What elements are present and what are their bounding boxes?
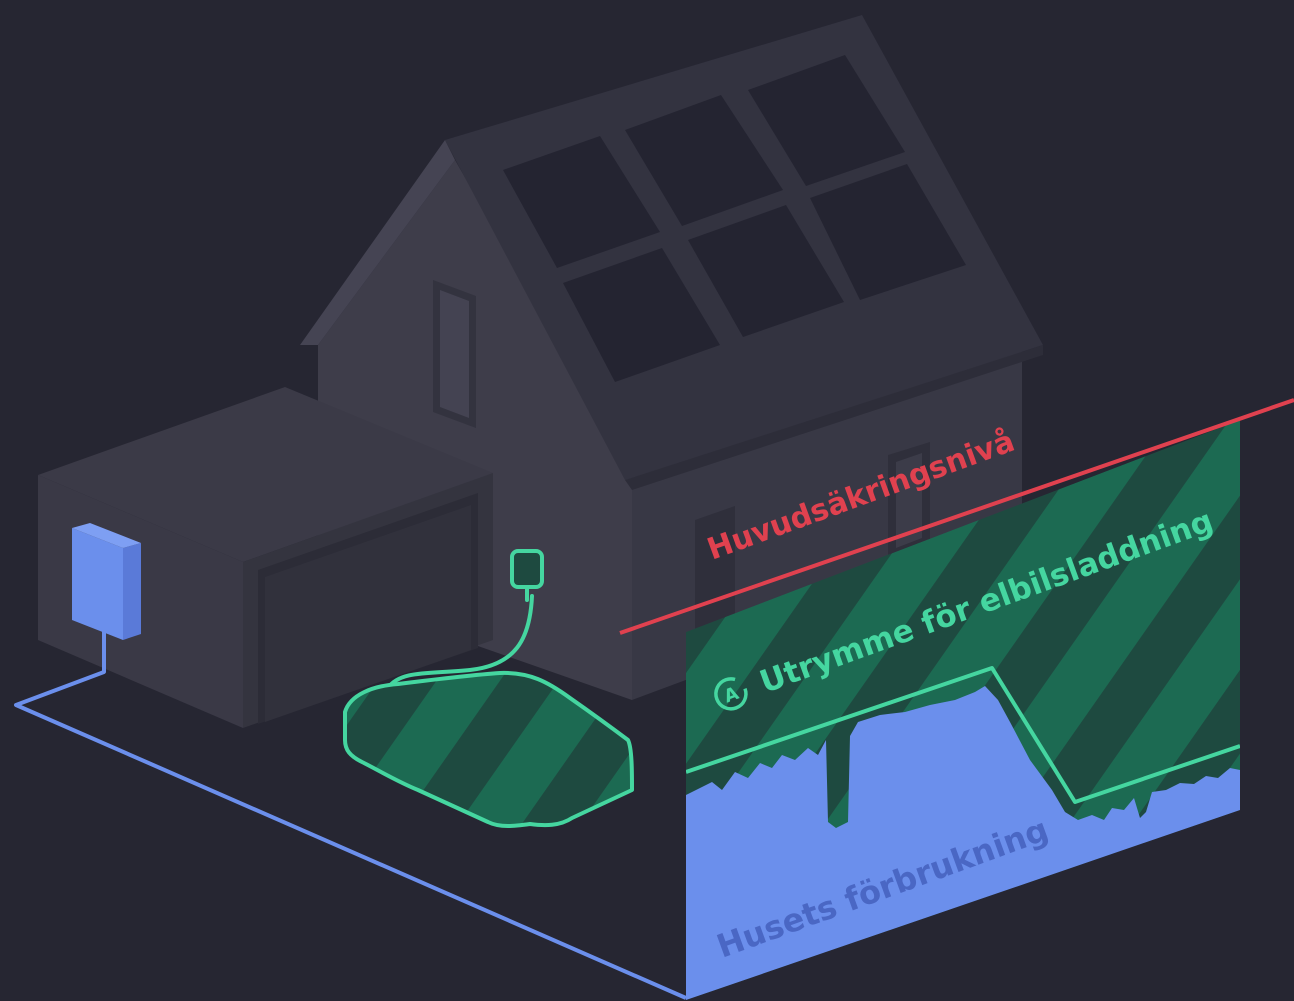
electricity-meter-icon <box>72 523 141 640</box>
meter-box-side <box>123 543 141 640</box>
car-body <box>345 673 632 826</box>
house-window-pane <box>440 290 469 418</box>
charger-head <box>512 551 542 587</box>
car-icon <box>345 673 632 826</box>
